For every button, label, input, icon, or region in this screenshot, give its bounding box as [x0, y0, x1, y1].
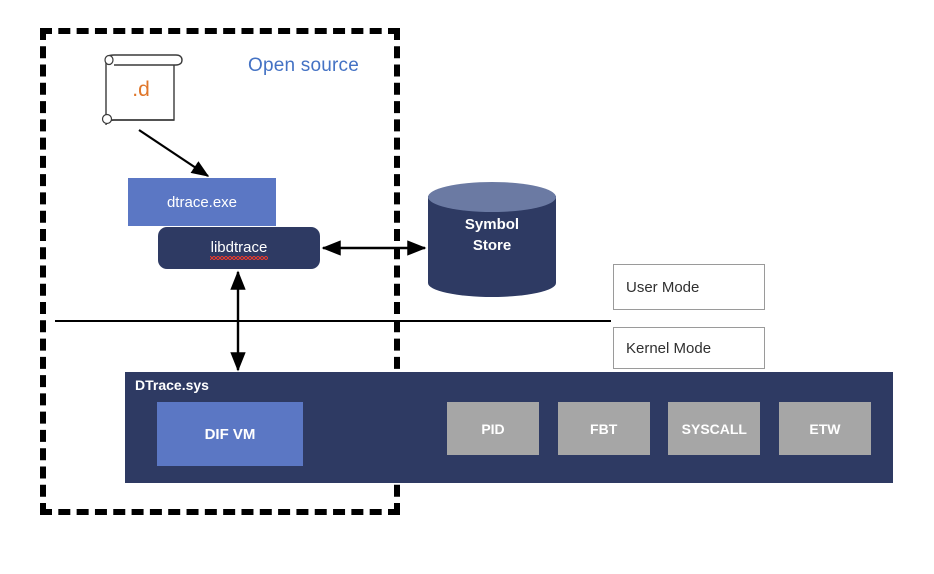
libdtrace-label: libdtrace: [209, 238, 269, 260]
user-kernel-divider-line: [55, 320, 611, 322]
dif-vm-label: DIF VM: [204, 425, 256, 443]
provider-label: ETW: [809, 420, 841, 437]
cylinder-top: [428, 182, 556, 212]
user-mode-legend-box: User Mode: [613, 264, 765, 310]
provider-label: PID: [481, 420, 505, 437]
open-source-label: Open source: [248, 55, 359, 76]
dtrace-sys-label: DTrace.sys: [135, 377, 209, 393]
dif-vm-box[interactable]: DIF VM: [157, 402, 303, 466]
provider-row: PID FBT SYSCALL ETW: [447, 402, 871, 455]
user-mode-label: User Mode: [626, 278, 700, 296]
symbol-store-line1: Symbol: [464, 216, 520, 233]
open-source-boundary: [40, 28, 400, 515]
symbol-store-label: Symbol Store: [428, 214, 556, 256]
symbol-store-line2: Store: [472, 237, 512, 254]
provider-box-pid[interactable]: PID: [447, 402, 539, 455]
libdtrace-box[interactable]: libdtrace: [158, 227, 320, 269]
kernel-mode-legend-box: Kernel Mode: [613, 327, 765, 369]
provider-box-fbt[interactable]: FBT: [557, 402, 650, 455]
scroll-document-icon: [101, 54, 183, 126]
provider-box-etw[interactable]: ETW: [778, 402, 871, 455]
provider-label: FBT: [590, 420, 618, 437]
provider-label: SYSCALL: [681, 420, 747, 437]
dtrace-script-file: .d: [96, 52, 186, 128]
provider-box-syscall[interactable]: SYSCALL: [668, 402, 761, 455]
symbol-store-cylinder[interactable]: Symbol Store: [428, 182, 556, 297]
dtrace-exe-box[interactable]: dtrace.exe: [128, 178, 276, 226]
dtrace-exe-label: dtrace.exe: [166, 193, 238, 211]
kernel-mode-label: Kernel Mode: [626, 339, 712, 357]
